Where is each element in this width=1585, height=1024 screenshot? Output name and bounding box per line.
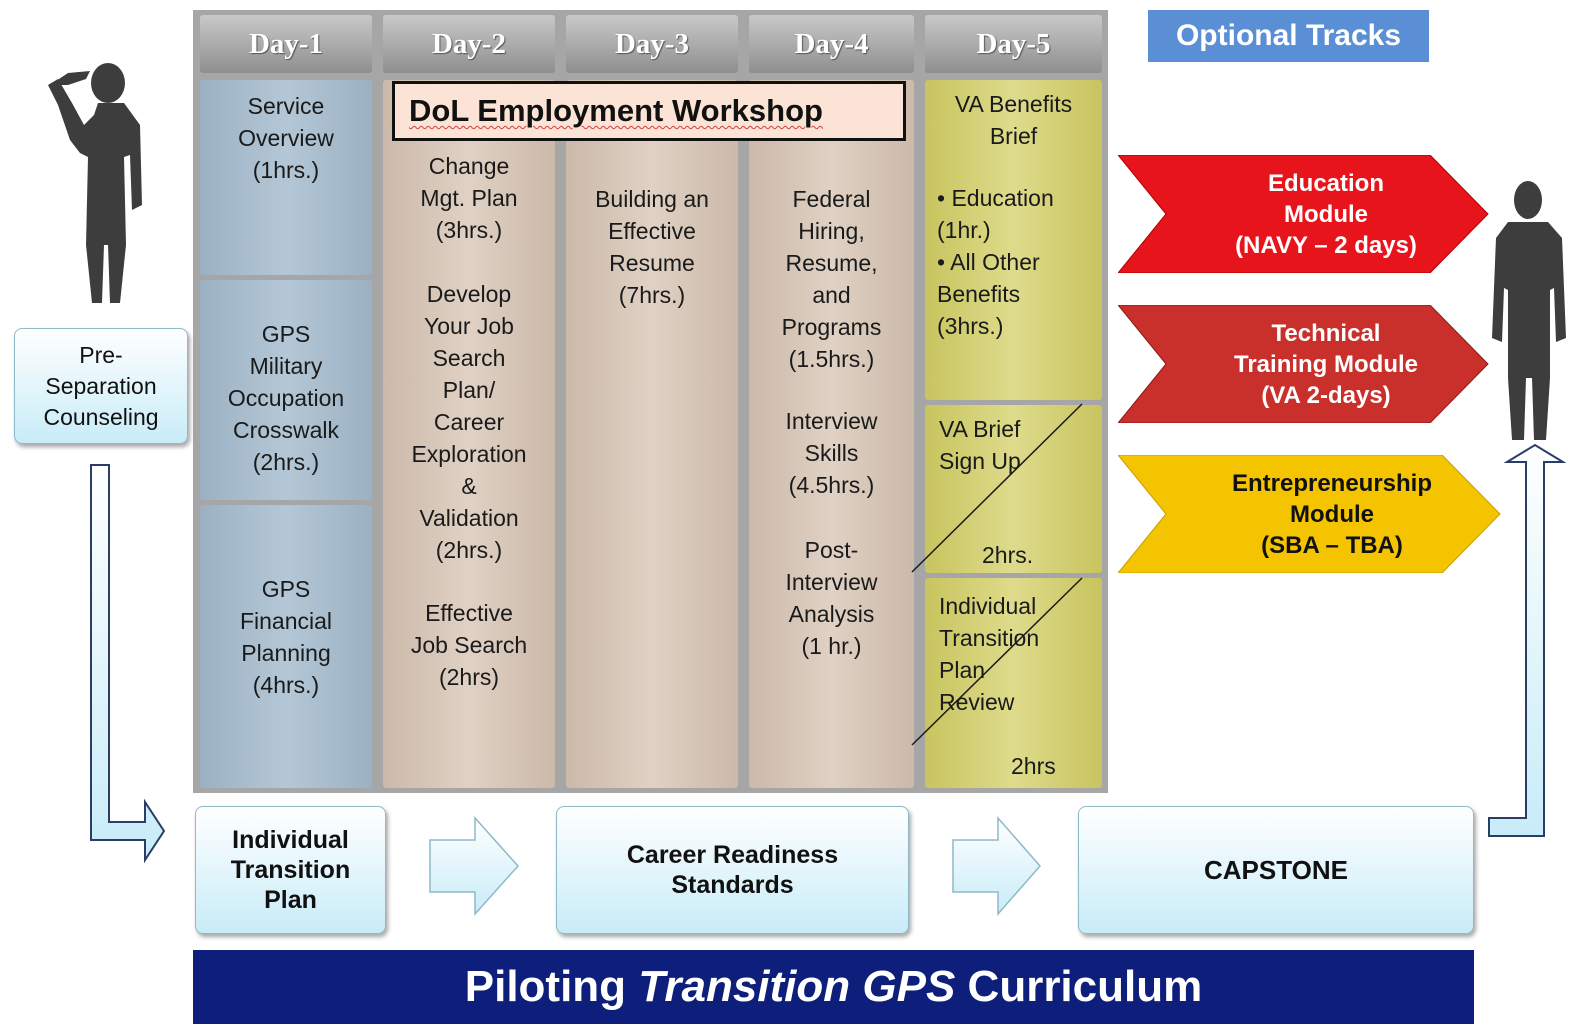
day-5-block-va-sign-up: VA Brief Sign Up 2hrs.: [925, 405, 1102, 573]
va-sign-up-hours: 2hrs.: [982, 542, 1034, 568]
technical-chevron-shape: [1118, 305, 1489, 423]
dol-employment-workshop-box: DoL Employment Workshop: [392, 81, 906, 141]
strike-line-itp-review: [911, 577, 1083, 746]
education-chevron-shape: [1118, 155, 1489, 273]
entrepreneurship-chevron[interactable]: Entrepreneurship Module (SBA – TBA): [1118, 455, 1502, 573]
entrepreneurship-line-3: (SBA – TBA): [1261, 531, 1403, 559]
day-5-header: Day-5: [925, 15, 1102, 73]
day-2-column: [383, 80, 555, 788]
entrepreneurship-line-1: Entrepreneurship: [1231, 469, 1433, 497]
day-2-header: Day-2: [383, 15, 555, 73]
pre-separation-counseling-box: Pre- Separation Counseling: [14, 328, 188, 444]
strike-line-sign-up: [911, 403, 1083, 573]
curriculum-banner: Piloting Transition GPS Curriculum: [193, 950, 1474, 1024]
individual-transition-plan-box: Individual Transition Plan: [195, 806, 386, 934]
day-1-block-service-overview: Service Overview (1hrs.): [200, 80, 372, 275]
day-4-header: Day-4: [749, 15, 914, 73]
entrepreneurship-chevron-shape: [1118, 455, 1501, 573]
pre-separation-to-itp-arrow: [90, 464, 166, 864]
day-4-column: [749, 80, 914, 788]
education-line-2: Module: [1284, 200, 1368, 228]
crs-to-capstone-arrow: [952, 816, 1041, 916]
va-benefits-brief-title: VA Benefits Brief: [954, 91, 1073, 149]
va-brief-sign-up-text: VA Brief Sign Up: [939, 416, 1021, 474]
crosswalk-text: GPS Military Occupation Crosswalk (2hrs.…: [227, 321, 345, 475]
va-benefits-bullets: • Education (1hr.) • All Other Benefits …: [937, 185, 1054, 339]
education-module-chevron[interactable]: Education Module (NAVY – 2 days): [1118, 155, 1490, 273]
capstone-box: CAPSTONE: [1078, 806, 1474, 934]
technical-training-text: Technical Training Module (VA 2-days): [1118, 305, 1512, 423]
banner-text-1: Piloting: [464, 962, 639, 1011]
civilian-man-icon: [1492, 181, 1566, 440]
itp-review-text: Individual Transition Plan Review: [939, 593, 1040, 715]
service-overview-text: Service Overview (1hrs.): [238, 93, 334, 183]
day-1-header: Day-1: [200, 15, 372, 73]
change-mgt-plan-text: Change Mgt. Plan (3hrs.): [420, 153, 518, 243]
building-resume-text: Building an Effective Resume (7hrs.): [595, 186, 709, 308]
technical-line-2: Training Module: [1234, 350, 1418, 378]
develop-job-search-text: Develop Your Job Search Plan/ Career Exp…: [411, 281, 527, 563]
day-3-column: [566, 80, 738, 788]
day-1-block-crosswalk: GPS Military Occupation Crosswalk (2hrs.…: [200, 280, 372, 500]
education-module-text: Education Module (NAVY – 2 days): [1118, 155, 1512, 273]
saluting-soldier-icon: [48, 63, 142, 303]
federal-hiring-text: Federal Hiring, Resume, and Programs (1.…: [781, 186, 882, 372]
effective-job-search-text: Effective Job Search (2hrs): [410, 600, 528, 690]
capstone-to-civilian-arrow: [1488, 443, 1567, 837]
technical-training-chevron[interactable]: Technical Training Module (VA 2-days): [1118, 305, 1490, 423]
banner-text-2: Transition GPS: [638, 962, 956, 1011]
itp-to-crs-arrow: [429, 816, 520, 916]
dol-employment-workshop-title: DoL Employment Workshop: [409, 93, 823, 128]
banner-text-3: Curriculum: [955, 962, 1203, 1011]
day-5-block-itp-review: Individual Transition Plan Review 2hrs: [925, 578, 1102, 788]
technical-line-3: (VA 2-days): [1261, 381, 1391, 409]
day-1-block-financial-planning: GPS Financial Planning (4hrs.): [200, 505, 372, 788]
education-line-3: (NAVY – 2 days): [1235, 231, 1417, 259]
entrepreneurship-line-2: Module: [1290, 500, 1374, 528]
optional-tracks-title: Optional Tracks: [1148, 10, 1429, 62]
financial-planning-text: GPS Financial Planning (4hrs.): [239, 576, 333, 698]
entrepreneurship-text: Entrepreneurship Module (SBA – TBA): [1118, 455, 1524, 573]
post-interview-text: Post- Interview Analysis (1 hr.): [785, 537, 878, 659]
interview-skills-text: Interview Skills (4.5hrs.): [785, 408, 878, 498]
education-line-1: Education: [1267, 169, 1384, 197]
day-3-header: Day-3: [566, 15, 738, 73]
day-5-block-va-benefits: VA Benefits Brief • Education (1hr.) • A…: [925, 80, 1102, 400]
technical-line-1: Technical: [1271, 319, 1381, 347]
itp-review-hours: 2hrs: [1011, 753, 1056, 779]
career-readiness-standards-box: Career Readiness Standards: [556, 806, 909, 934]
